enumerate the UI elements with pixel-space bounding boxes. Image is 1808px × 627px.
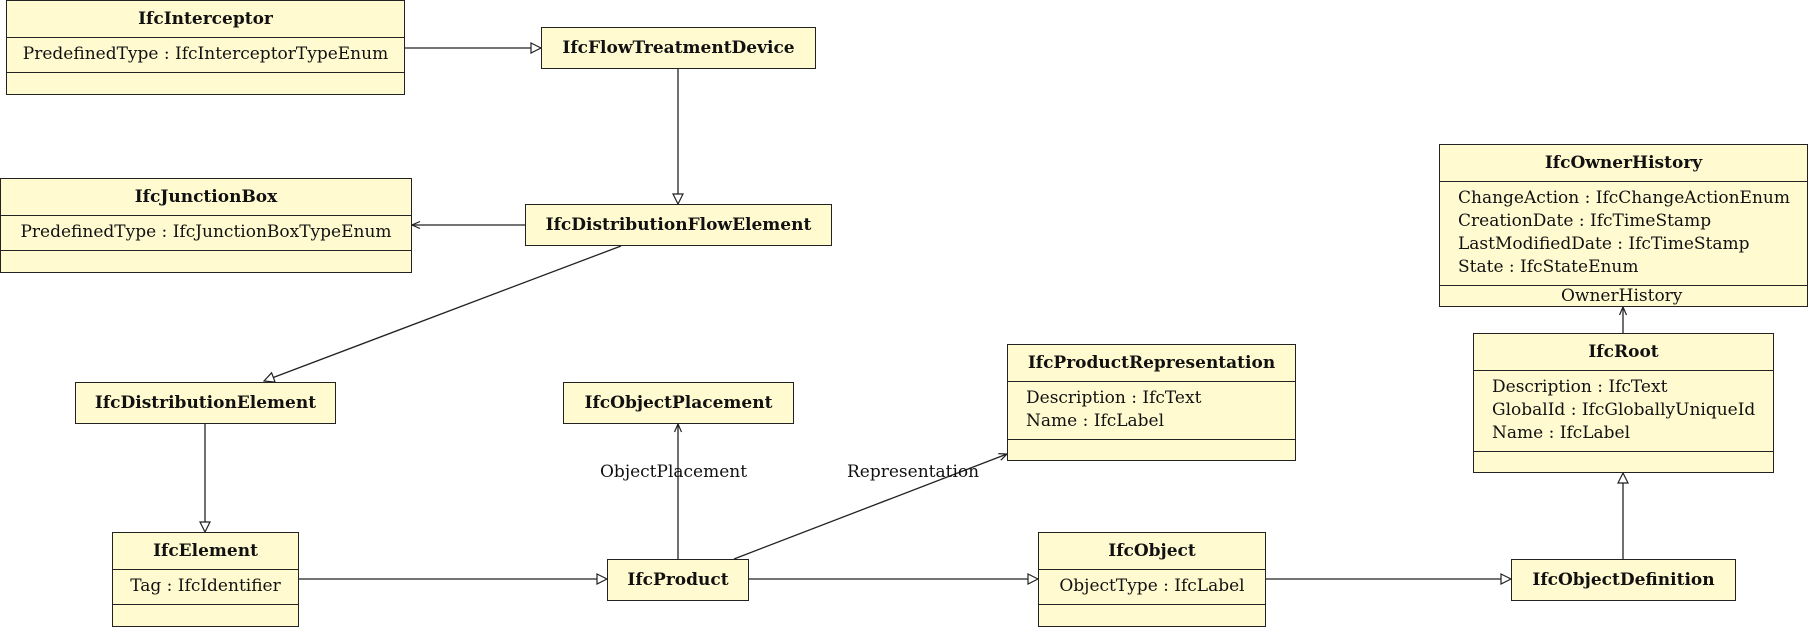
class-name: IfcElement: [153, 541, 258, 561]
attribute: CreationDate : IfcTimeStamp: [1458, 211, 1712, 231]
attribute: Tag : IfcIdentifier: [130, 576, 281, 596]
class-ifc-distribution-element[interactable]: IfcDistributionElement: [75, 382, 336, 424]
class-name: IfcProductRepresentation: [1027, 353, 1276, 373]
class-name: IfcObjectDefinition: [1532, 570, 1715, 590]
class-ifc-product[interactable]: IfcProduct: [607, 559, 749, 601]
class-ifc-flow-treatment-device[interactable]: IfcFlowTreatmentDevice: [541, 27, 816, 69]
attribute-compartment: Description : IfcText Name : IfcLabel: [1008, 381, 1295, 440]
class-ifc-owner-history[interactable]: IfcOwnerHistory ChangeAction : IfcChange…: [1439, 144, 1808, 307]
class-ifc-element[interactable]: IfcElement Tag : IfcIdentifier: [112, 532, 299, 627]
attribute: State : IfcStateEnum: [1458, 257, 1639, 277]
attribute: ObjectType : IfcLabel: [1059, 576, 1245, 596]
generalization-distribution-flow-element-to-distribution-element: [264, 245, 622, 381]
attribute: Name : IfcLabel: [1026, 411, 1165, 431]
class-name: IfcProduct: [627, 570, 729, 590]
class-ifc-junction-box[interactable]: IfcJunctionBox PredefinedType : IfcJunct…: [0, 178, 412, 273]
attribute: Description : IfcText: [1492, 377, 1668, 397]
attribute: Name : IfcLabel: [1492, 423, 1631, 443]
class-name: IfcJunctionBox: [134, 187, 278, 207]
class-name: IfcDistributionElement: [94, 393, 317, 413]
attribute: LastModifiedDate : IfcTimeStamp: [1458, 234, 1750, 254]
role-label-object-placement: ObjectPlacement: [600, 462, 748, 482]
class-ifc-object[interactable]: IfcObject ObjectType : IfcLabel: [1038, 532, 1266, 627]
class-ifc-distribution-flow-element[interactable]: IfcDistributionFlowElement: [525, 204, 832, 246]
class-ifc-root[interactable]: IfcRoot Description : IfcText GlobalId :…: [1473, 333, 1774, 473]
class-name: IfcOwnerHistory: [1544, 153, 1703, 173]
attribute: GlobalId : IfcGloballyUniqueId: [1492, 400, 1756, 420]
class-name: IfcObjectPlacement: [584, 393, 773, 413]
association-product-to-product-representation: [733, 454, 1007, 560]
class-ifc-interceptor[interactable]: IfcInterceptor PredefinedType : IfcInter…: [6, 0, 405, 95]
attribute: PredefinedType : IfcInterceptorTypeEnum: [22, 44, 389, 64]
attribute-compartment: Description : IfcText GlobalId : IfcGlob…: [1474, 370, 1773, 452]
class-ifc-object-placement[interactable]: IfcObjectPlacement: [563, 382, 794, 424]
attribute: Description : IfcText: [1026, 388, 1202, 408]
class-ifc-product-representation[interactable]: IfcProductRepresentation Description : I…: [1007, 344, 1296, 461]
attribute: ChangeAction : IfcChangeActionEnum: [1458, 188, 1790, 208]
role-label-owner-history: OwnerHistory: [1561, 286, 1683, 306]
attribute-compartment: ObjectType : IfcLabel: [1039, 569, 1265, 605]
attribute-compartment: ChangeAction : IfcChangeActionEnum Creat…: [1440, 181, 1807, 286]
class-ifc-object-definition[interactable]: IfcObjectDefinition: [1511, 559, 1736, 601]
class-name: IfcInterceptor: [138, 9, 273, 29]
class-name: IfcFlowTreatmentDevice: [562, 38, 795, 58]
attribute-compartment: PredefinedType : IfcInterceptorTypeEnum: [7, 37, 404, 73]
role-label-representation: Representation: [847, 462, 980, 482]
class-name: IfcObject: [1108, 541, 1196, 561]
class-name: IfcDistributionFlowElement: [545, 215, 812, 235]
attribute: PredefinedType : IfcJunctionBoxTypeEnum: [20, 222, 392, 242]
attribute-compartment: Tag : IfcIdentifier: [113, 569, 298, 605]
class-name: IfcRoot: [1588, 342, 1659, 362]
attribute-compartment: PredefinedType : IfcJunctionBoxTypeEnum: [1, 215, 411, 251]
